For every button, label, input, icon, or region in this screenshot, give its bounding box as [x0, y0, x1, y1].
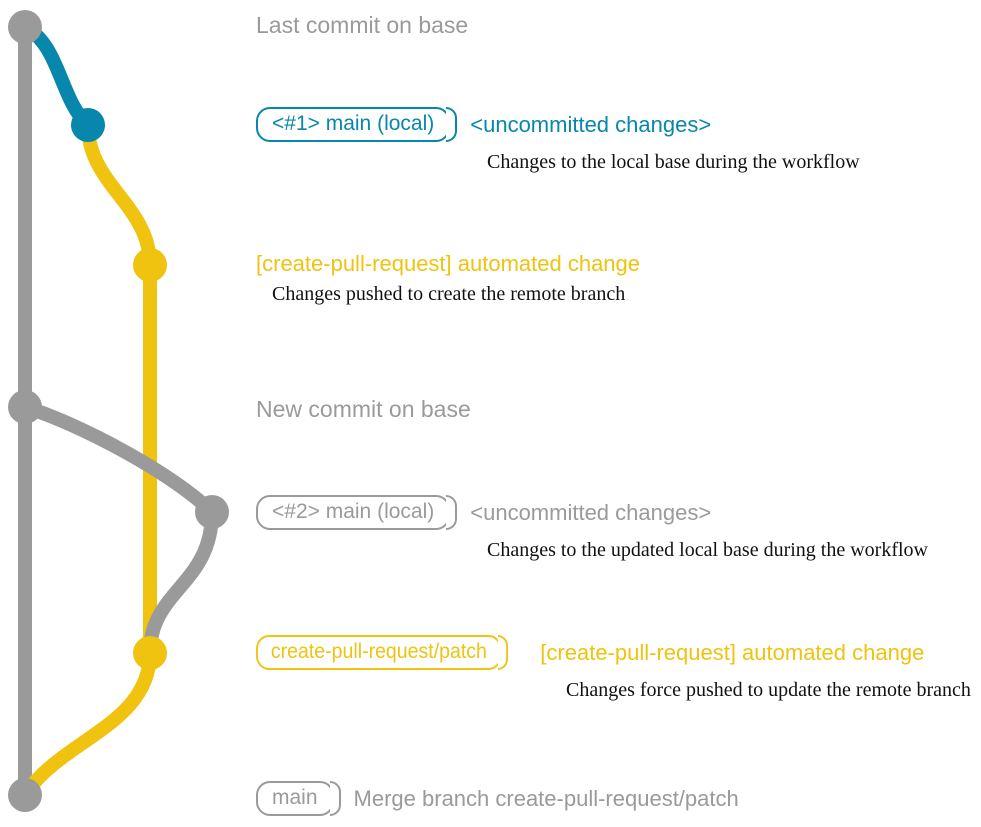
- commit-node-local-2[interactable]: [195, 495, 229, 529]
- entry-patch-create: [create-pull-request] automated change C…: [256, 252, 640, 305]
- commit-nodes: [8, 10, 229, 812]
- entry-local-2: <#2> main (local) <uncommitted changes> …: [256, 495, 928, 561]
- commit-title-last-commit: Last commit on base: [256, 12, 469, 38]
- commit-node-base-top[interactable]: [8, 10, 42, 44]
- entry-patch-update: create-pull-request/patch [create-pull-r…: [256, 635, 971, 701]
- commit-description-local-2: Changes to the updated local base during…: [487, 539, 928, 562]
- commit-message-patch-update: [create-pull-request] automated change: [540, 639, 925, 665]
- branch-badge-main[interactable]: main: [256, 781, 341, 817]
- commit-node-patch-2[interactable]: [133, 636, 167, 670]
- commit-node-patch-1[interactable]: [133, 248, 167, 282]
- commit-message-patch-create: [create-pull-request] automated change: [256, 251, 641, 276]
- entry-last-commit: Last commit on base: [256, 12, 468, 39]
- lane-base-to-local2: [18, 400, 219, 519]
- commit-description-local-1: Changes to the local base during the wor…: [487, 151, 860, 174]
- commit-description-patch-create: Changes pushed to create the remote bran…: [272, 283, 626, 306]
- branch-badge-local-1[interactable]: <#1> main (local): [256, 107, 458, 143]
- lane-local-branch: [18, 20, 95, 132]
- commit-description-patch-update: Changes force pushed to update the remot…: [566, 679, 971, 702]
- entry-local-1: <#1> main (local) <uncommitted changes> …: [256, 107, 860, 173]
- commit-message-merge: Merge branch create-pull-request/patch: [353, 785, 739, 811]
- lane-patch-from-local: [81, 118, 157, 272]
- branch-badge-patch[interactable]: create-pull-request/patch: [256, 635, 509, 671]
- commit-node-local-1[interactable]: [71, 108, 105, 142]
- commit-message-local-1: <uncommitted changes>: [470, 111, 712, 137]
- commit-title-new-commit: New commit on base: [256, 396, 471, 422]
- commit-node-base-new[interactable]: [8, 390, 42, 424]
- entry-merge: main Merge branch create-pull-request/pa…: [256, 781, 739, 817]
- commit-node-merge[interactable]: [8, 778, 42, 812]
- branch-badge-local-2[interactable]: <#2> main (local): [256, 495, 458, 531]
- lane-patch-merge: [18, 646, 157, 802]
- lane-local2-to-patch: [143, 505, 219, 660]
- commit-message-local-2: <uncommitted changes>: [470, 499, 712, 525]
- entry-new-commit: New commit on base: [256, 396, 471, 423]
